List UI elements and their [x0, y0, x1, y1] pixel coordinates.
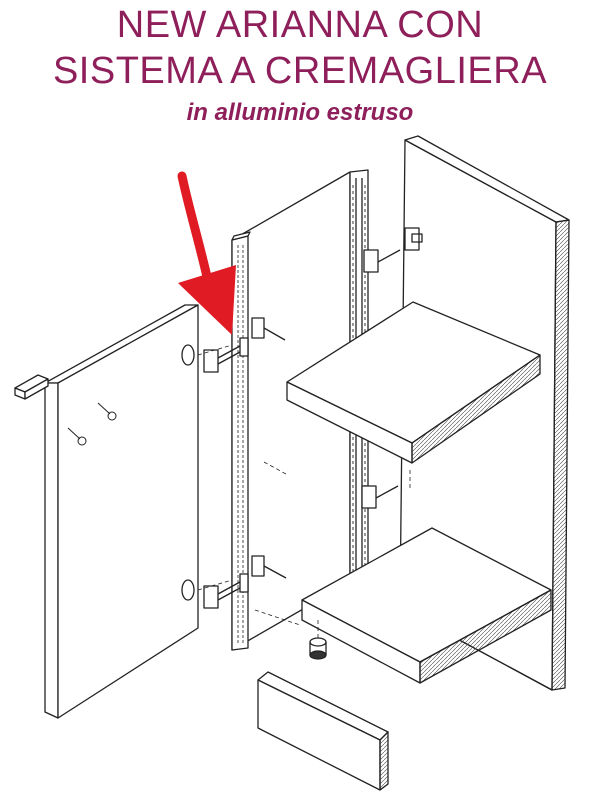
- shelf-upper: [286, 301, 541, 464]
- shelf-lower: [301, 527, 552, 684]
- hinge-upper: [203, 337, 249, 373]
- title-line-1: NEW ARIANNA CON: [116, 4, 484, 46]
- adjustable-foot: [309, 637, 327, 660]
- hinge-lower: [203, 573, 249, 609]
- title-line-2: SISTEMA A CREMAGLIERA: [52, 50, 548, 92]
- shelf-clip-upper-left: [251, 317, 286, 341]
- shelf-clip-middle-right: [361, 485, 399, 509]
- top-left-spacer: [14, 374, 49, 400]
- shelf-clip-lower-left: [251, 555, 287, 579]
- subtitle: in alluminio estruso: [186, 99, 414, 126]
- side-hinge-plate-upper: [404, 227, 423, 251]
- red-arrow-icon: [177, 171, 236, 335]
- assembly-guide-lines: [197, 344, 411, 638]
- door-knob-screws: [67, 402, 117, 446]
- cabinet-door: [44, 304, 199, 719]
- shelf-clip-upper-right: [363, 249, 401, 273]
- plinth-board: [257, 671, 389, 791]
